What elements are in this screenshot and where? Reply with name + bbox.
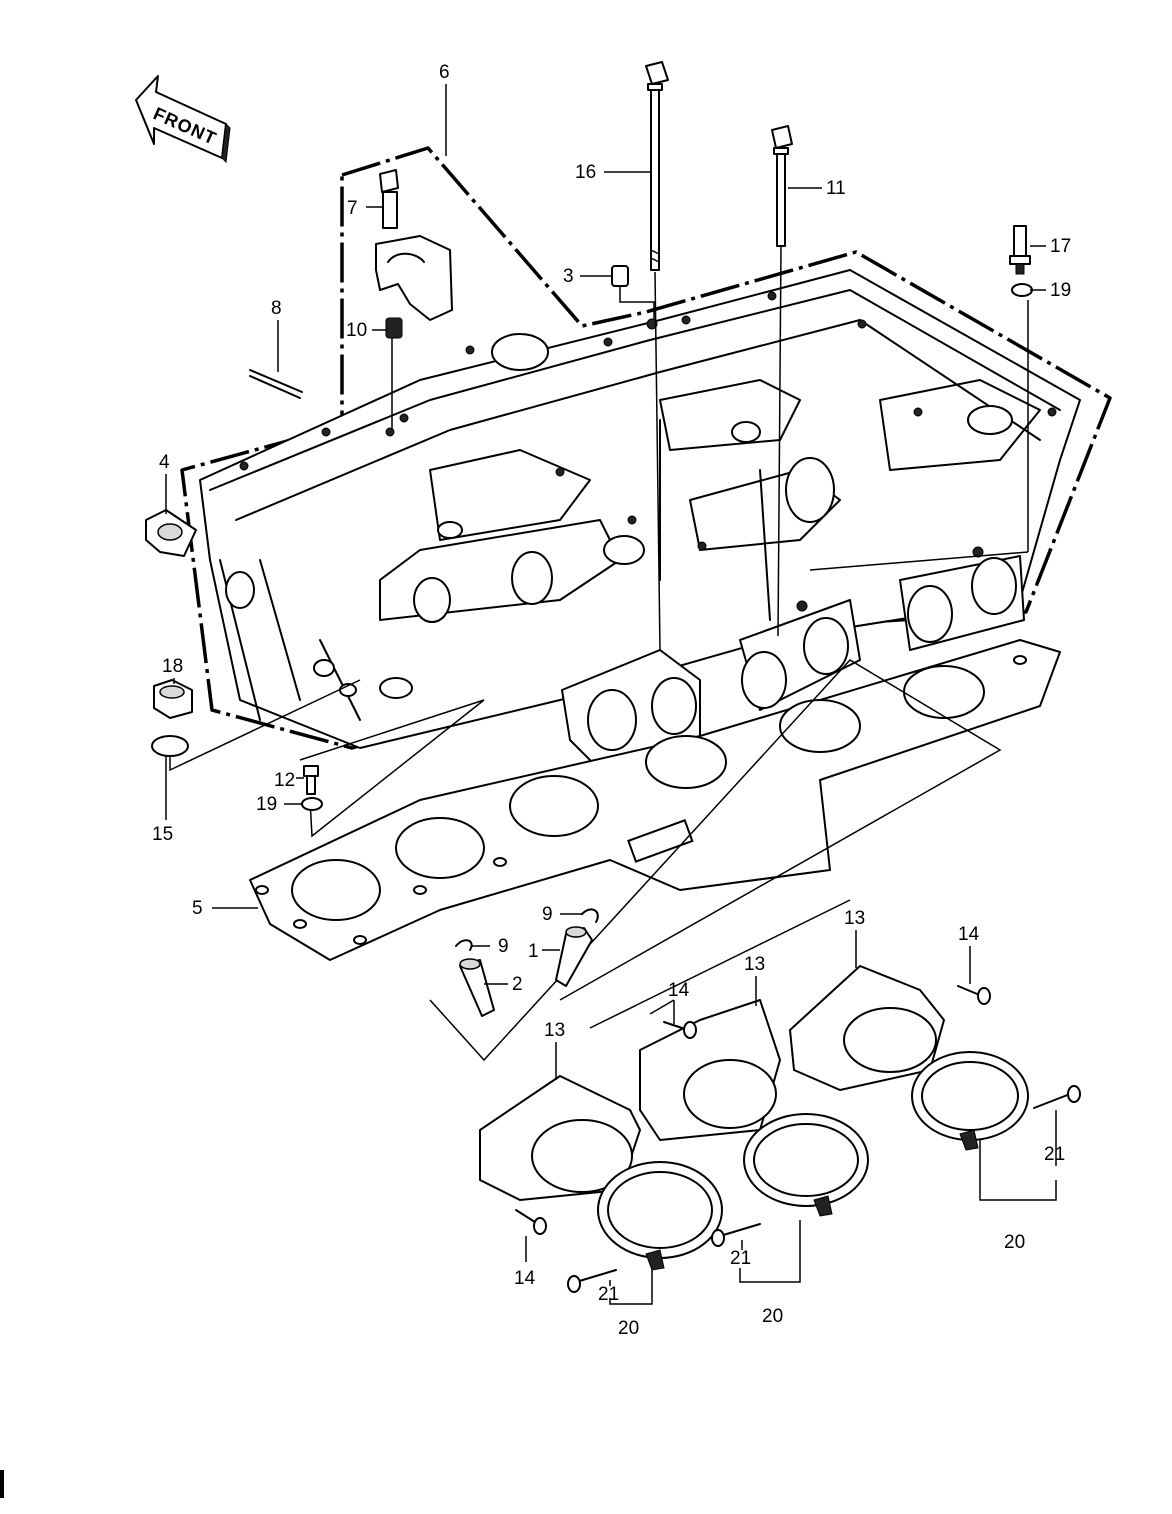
callout-1: 1 — [528, 941, 539, 962]
callout-18: 18 — [162, 656, 183, 677]
clip-9-lower — [455, 939, 473, 951]
bolt-12 — [303, 765, 319, 795]
callout-15: 15 — [152, 824, 173, 845]
cylinder-head-boundary — [180, 146, 1112, 750]
callout-7: 7 — [347, 198, 358, 219]
callout-labels: 6 16 11 17 19 7 8 10 3 4 18 12 19 15 5 9… — [152, 62, 1071, 1339]
screw-21-right — [1033, 1085, 1081, 1109]
callout-20-left: 20 — [618, 1318, 639, 1339]
nut-18 — [153, 679, 193, 719]
callout-21-right: 21 — [1044, 1144, 1065, 1165]
callout-14-top-right: 14 — [958, 924, 980, 945]
group-bracket-20-middle — [739, 1220, 801, 1283]
clamp-20-left — [597, 1161, 723, 1271]
callout-19-right: 19 — [1050, 280, 1071, 301]
stud-8 — [249, 369, 303, 399]
callout-9-lower: 9 — [498, 936, 509, 957]
intake-bracket-line — [589, 899, 851, 1029]
head-bolt-long — [645, 61, 669, 651]
callout-leaders — [165, 84, 1057, 1286]
group-bracket-20-right — [979, 1140, 1057, 1201]
callout-17: 17 — [1050, 236, 1071, 257]
washer-19-right — [1011, 283, 1033, 297]
callout-12: 12 — [274, 770, 295, 791]
callout-3: 3 — [563, 266, 574, 287]
callout-21-left: 21 — [598, 1284, 619, 1305]
callout-2: 2 — [512, 974, 523, 995]
callout-13-right: 13 — [844, 908, 865, 929]
screw-14-top-right — [957, 985, 991, 1005]
bolt-bracket-line — [299, 699, 485, 838]
washer-19-left — [301, 797, 323, 811]
valve-guide-2 — [459, 958, 495, 1017]
callout-14-bottom: 14 — [514, 1268, 536, 1289]
clip-9-upper — [581, 908, 599, 923]
intake-holder-13-left — [479, 1075, 641, 1201]
head-bolt-short — [771, 125, 793, 637]
clamp-20-middle — [743, 1113, 869, 1217]
edge-mark — [0, 1470, 4, 1498]
callout-5: 5 — [192, 898, 203, 919]
screw-14-middle — [663, 1021, 697, 1039]
callout-13-left: 13 — [544, 1020, 565, 1041]
intake-holder-13-middle — [639, 999, 781, 1141]
cylinder-head-gasket — [249, 639, 1061, 961]
group-bracket-20-left — [609, 1270, 653, 1305]
callout-20-middle: 20 — [762, 1306, 783, 1327]
callout-8: 8 — [271, 298, 282, 319]
callout-11: 11 — [826, 178, 846, 199]
callout-14-middle: 14 — [668, 980, 690, 1001]
screw-14-bottom — [515, 1209, 547, 1235]
callout-20-right: 20 — [1004, 1232, 1025, 1253]
screw-21-left — [567, 1269, 617, 1293]
screw-21-middle — [711, 1223, 761, 1247]
valve-guide-bracket-line — [429, 659, 1002, 1062]
callout-9-upper: 9 — [542, 904, 553, 925]
stud-17 — [809, 225, 1031, 571]
callout-4: 4 — [159, 452, 170, 473]
valve-guide-1 — [555, 926, 593, 987]
clamp-20-right — [911, 1051, 1029, 1151]
callout-10: 10 — [346, 320, 367, 341]
intake-holder-13-right — [789, 965, 945, 1091]
washer-15 — [151, 735, 189, 757]
front-arrow-icon: FRONT — [135, 75, 231, 164]
cam-cap-assembly — [375, 169, 453, 430]
callout-19-left: 19 — [256, 794, 277, 815]
callout-6: 6 — [439, 62, 450, 83]
callout-21-middle: 21 — [730, 1248, 751, 1269]
callout-16: 16 — [575, 162, 596, 183]
cylinder-head — [199, 269, 1081, 749]
callout-13-middle: 13 — [744, 954, 765, 975]
